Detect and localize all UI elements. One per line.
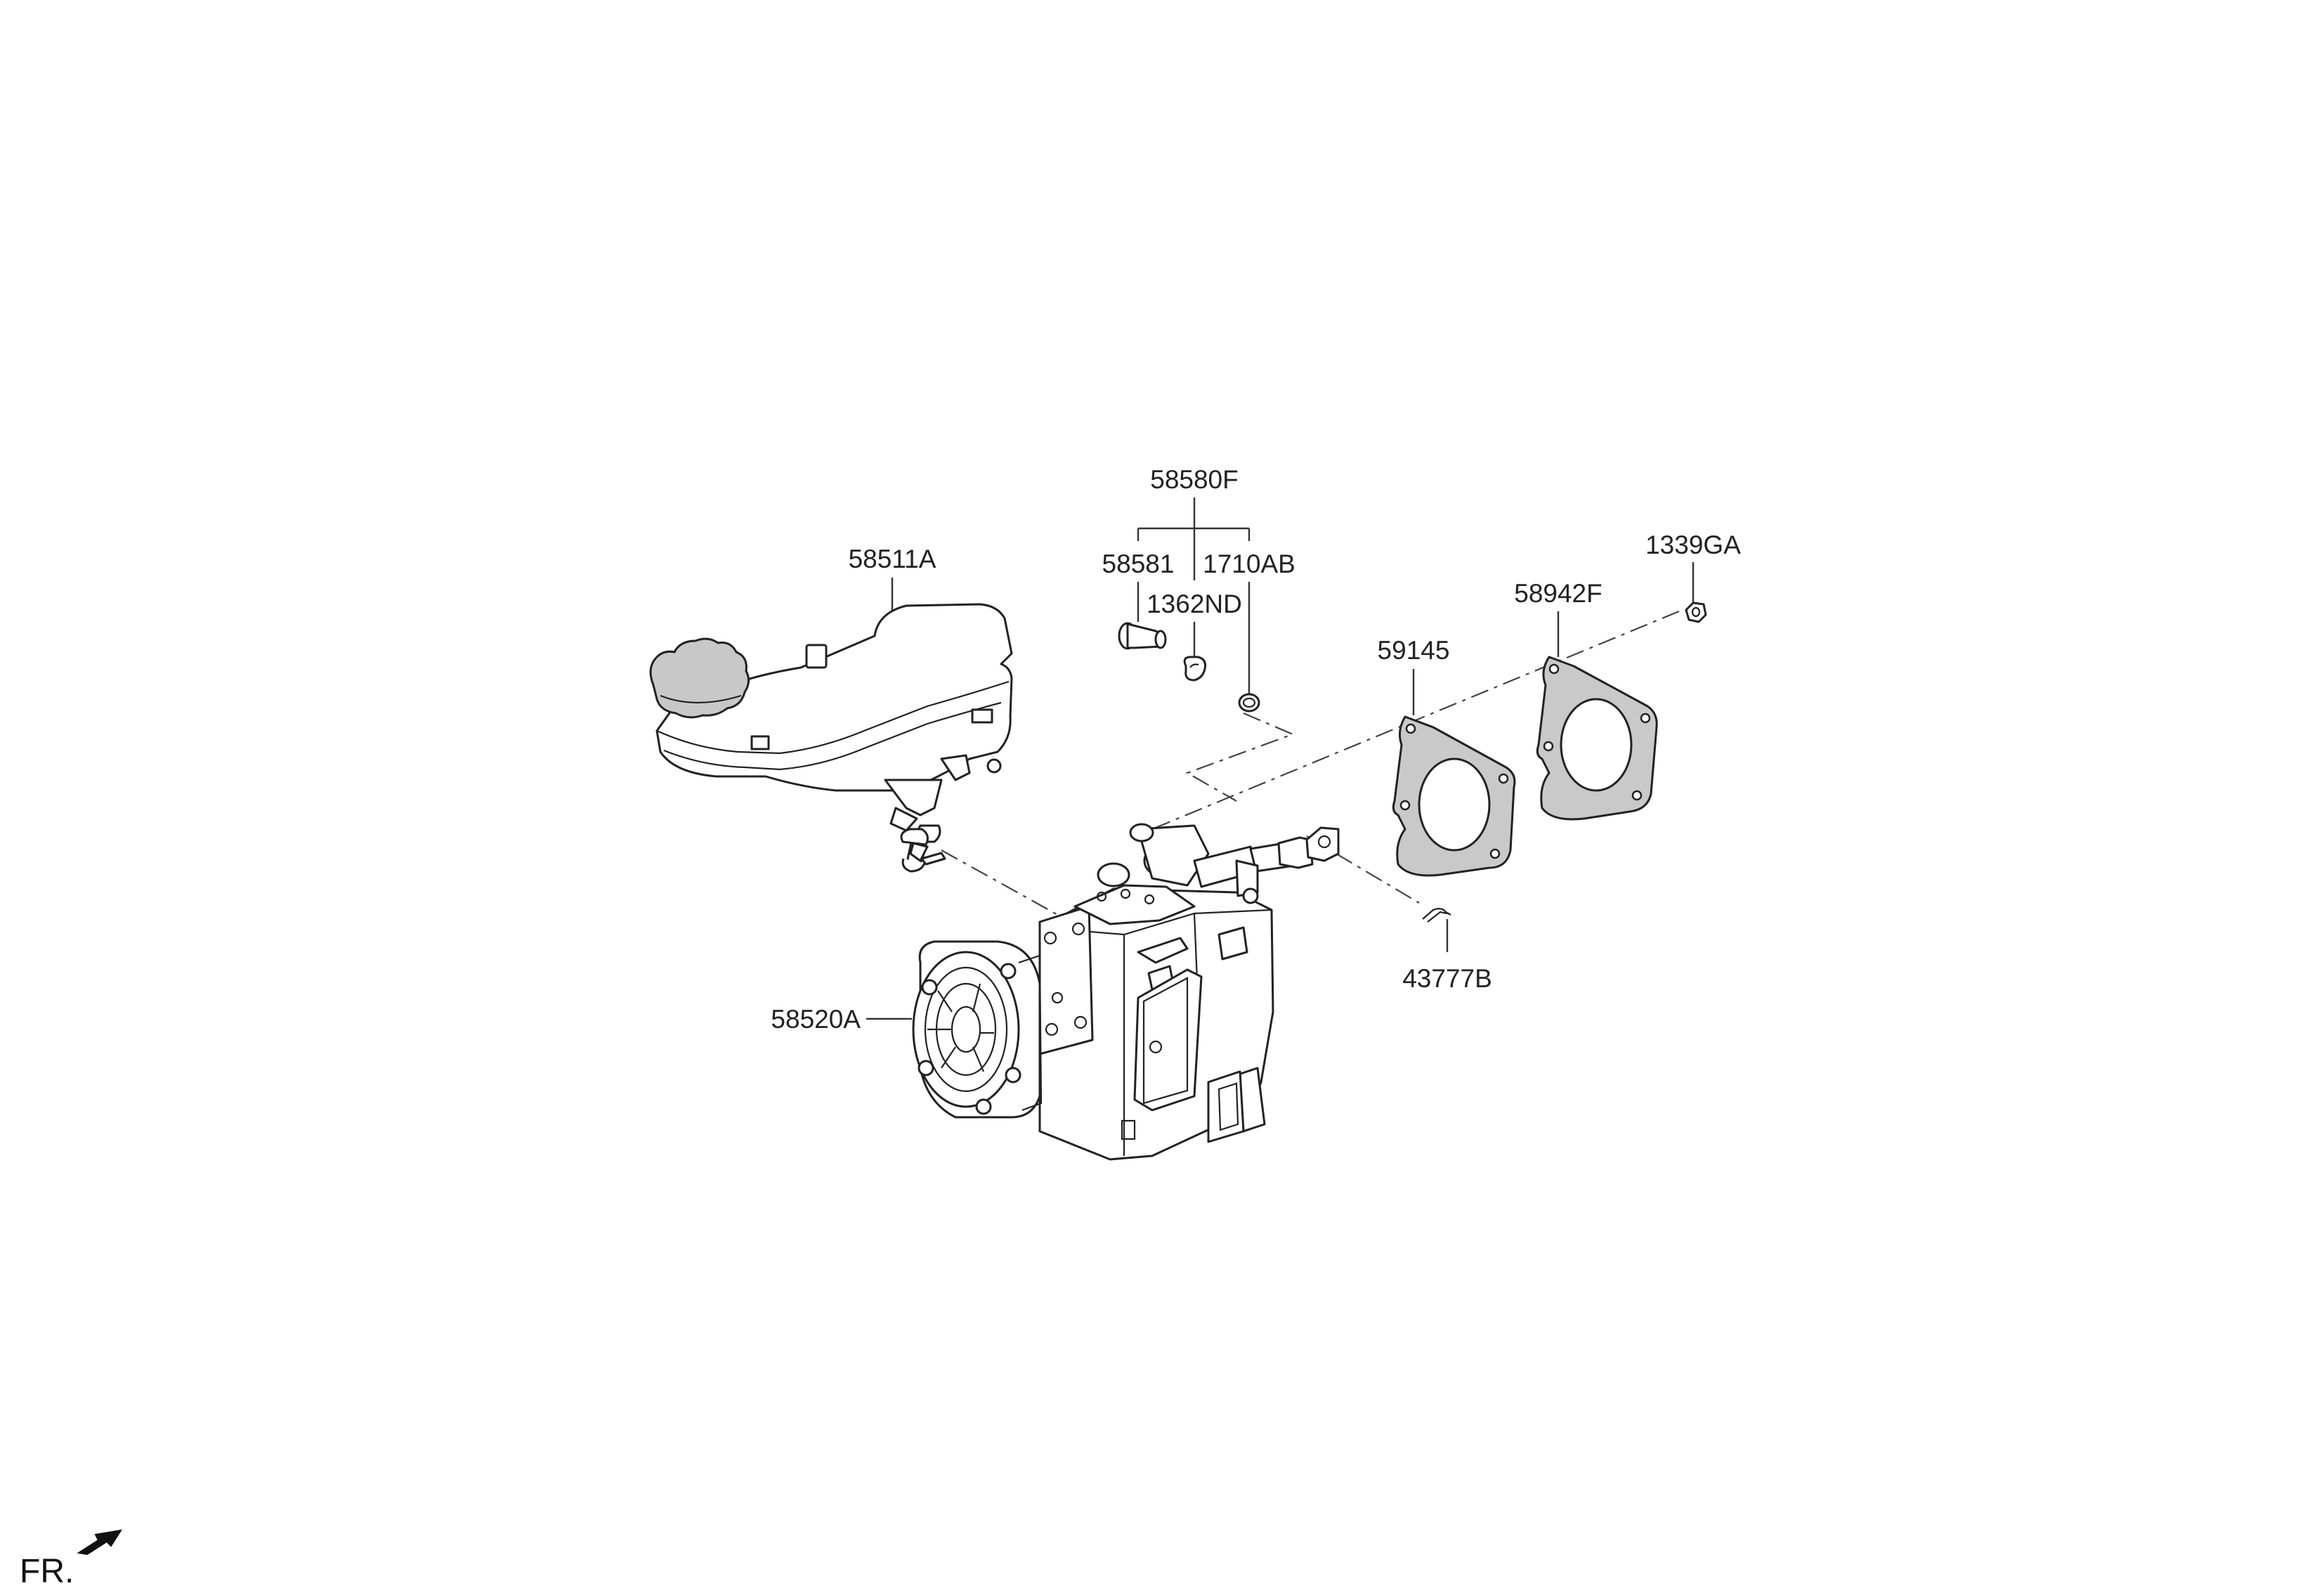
- front-arrow-icon: [77, 1529, 123, 1556]
- label-1362ND: 1362ND: [1147, 590, 1242, 618]
- label-58581: 58581: [1102, 549, 1175, 578]
- label-1710AB: 1710AB: [1203, 549, 1295, 578]
- gasket-58942F: [1536, 656, 1658, 821]
- brake-fluid-reservoir: [655, 603, 1013, 873]
- o-ring-1710AB: [1238, 693, 1260, 712]
- label-58511A: 58511A: [849, 545, 936, 573]
- reservoir-cap: [649, 637, 750, 719]
- nut-1339GA: [1685, 601, 1707, 623]
- label-59145: 59145: [1378, 636, 1450, 665]
- brake-booster-assembly: [1038, 823, 1340, 1161]
- clip-43777B: [1422, 907, 1451, 923]
- motor-housing: [912, 940, 1043, 1119]
- gasket-59145: [1392, 715, 1516, 877]
- pin-bolt-58581: [1118, 622, 1167, 650]
- label-58580F: 58580F: [1150, 465, 1239, 494]
- ring-1362ND: [1183, 656, 1206, 682]
- label-43777B: 43777B: [1402, 964, 1492, 993]
- label-1339GA: 1339GA: [1645, 531, 1741, 559]
- front-label: FR.: [20, 1553, 74, 1588]
- label-58942F: 58942F: [1514, 579, 1602, 608]
- mounting-bolt: [900, 828, 929, 862]
- leader-lines: [866, 497, 1695, 1020]
- part-labels: 58580F 58581 1710AB 1362ND 58511A 59145 …: [771, 465, 1741, 1034]
- front-direction-marker: FR.: [20, 1529, 123, 1588]
- label-58520A: 58520A: [771, 1005, 861, 1034]
